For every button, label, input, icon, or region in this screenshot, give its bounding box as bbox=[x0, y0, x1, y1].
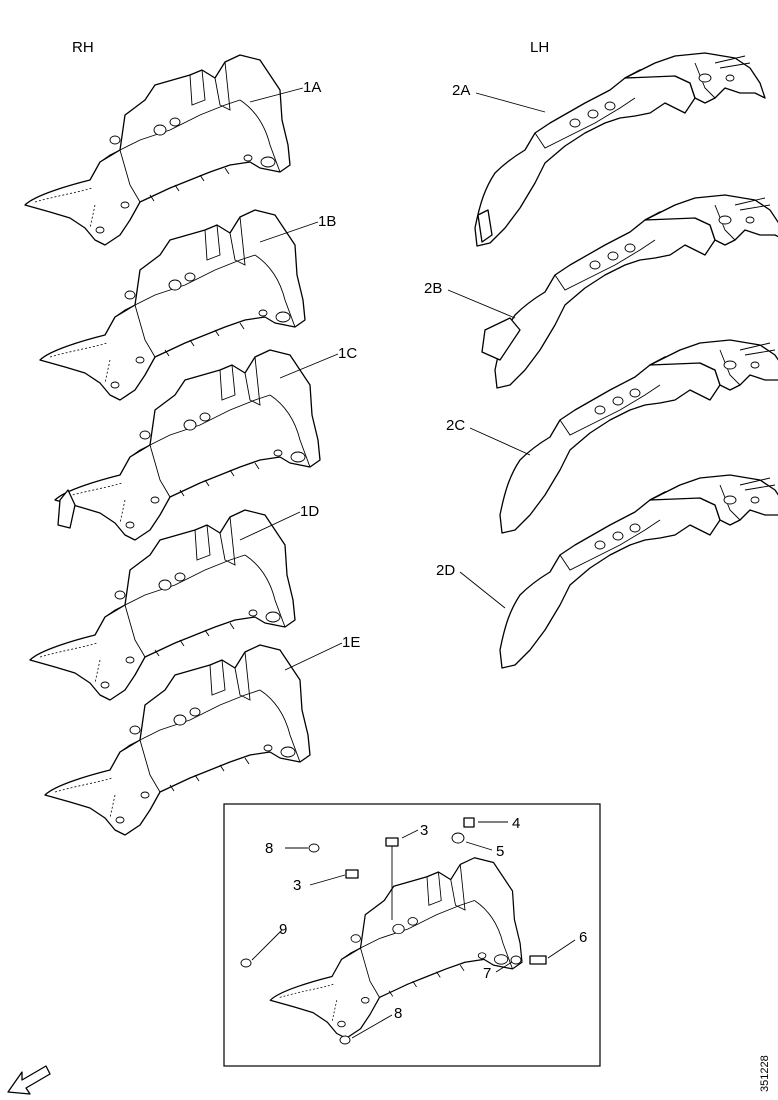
callout-9: 9 bbox=[279, 921, 287, 938]
rh-part-1D: 1D bbox=[29, 503, 319, 701]
lh-part-2C: 2C bbox=[446, 339, 778, 534]
callout-2B: 2B bbox=[424, 280, 442, 297]
bolt-6 bbox=[529, 955, 547, 965]
rh-heading: RH bbox=[72, 39, 94, 56]
lh-heading: LH bbox=[530, 39, 549, 56]
callout-2A: 2A bbox=[452, 82, 470, 99]
callout-3-mid: 3 bbox=[293, 877, 301, 894]
callout-5: 5 bbox=[496, 843, 504, 860]
lh-part-2A: 2A bbox=[452, 52, 766, 247]
clip-8-bottom bbox=[339, 1035, 351, 1045]
callout-1C: 1C bbox=[338, 345, 357, 362]
clip-3-mid bbox=[345, 869, 359, 879]
fixing-detail-box bbox=[223, 803, 601, 1067]
callout-1D: 1D bbox=[300, 503, 319, 520]
callout-8-top: 8 bbox=[265, 840, 273, 857]
rh-part-1A: 1A bbox=[24, 54, 321, 246]
reference-number: 351228 bbox=[759, 1055, 771, 1092]
lh-part-2B: 2B bbox=[424, 194, 778, 389]
callout-1A: 1A bbox=[303, 79, 321, 96]
callout-3-top: 3 bbox=[420, 822, 428, 839]
washer-5 bbox=[451, 832, 465, 844]
callout-2D: 2D bbox=[436, 562, 455, 579]
rh-part-1B: 1B bbox=[39, 209, 336, 401]
callout-7: 7 bbox=[483, 965, 491, 982]
callout-8-bottom: 8 bbox=[394, 1005, 402, 1022]
callout-4: 4 bbox=[512, 815, 520, 832]
callout-6: 6 bbox=[579, 929, 587, 946]
lh-part-2D: 2D bbox=[436, 474, 778, 669]
screw-4 bbox=[463, 817, 475, 828]
clip-9 bbox=[240, 958, 252, 968]
callout-1B: 1B bbox=[318, 213, 336, 230]
front-direction-arrow-icon bbox=[7, 1065, 51, 1095]
callout-1E: 1E bbox=[342, 634, 360, 651]
rh-part-1C: 1C bbox=[54, 345, 357, 541]
clip-3-top bbox=[385, 837, 399, 847]
callout-2C: 2C bbox=[446, 417, 465, 434]
rh-part-1E: 1E bbox=[44, 634, 360, 836]
nut-7 bbox=[510, 955, 522, 965]
clip-8-top bbox=[308, 843, 320, 853]
